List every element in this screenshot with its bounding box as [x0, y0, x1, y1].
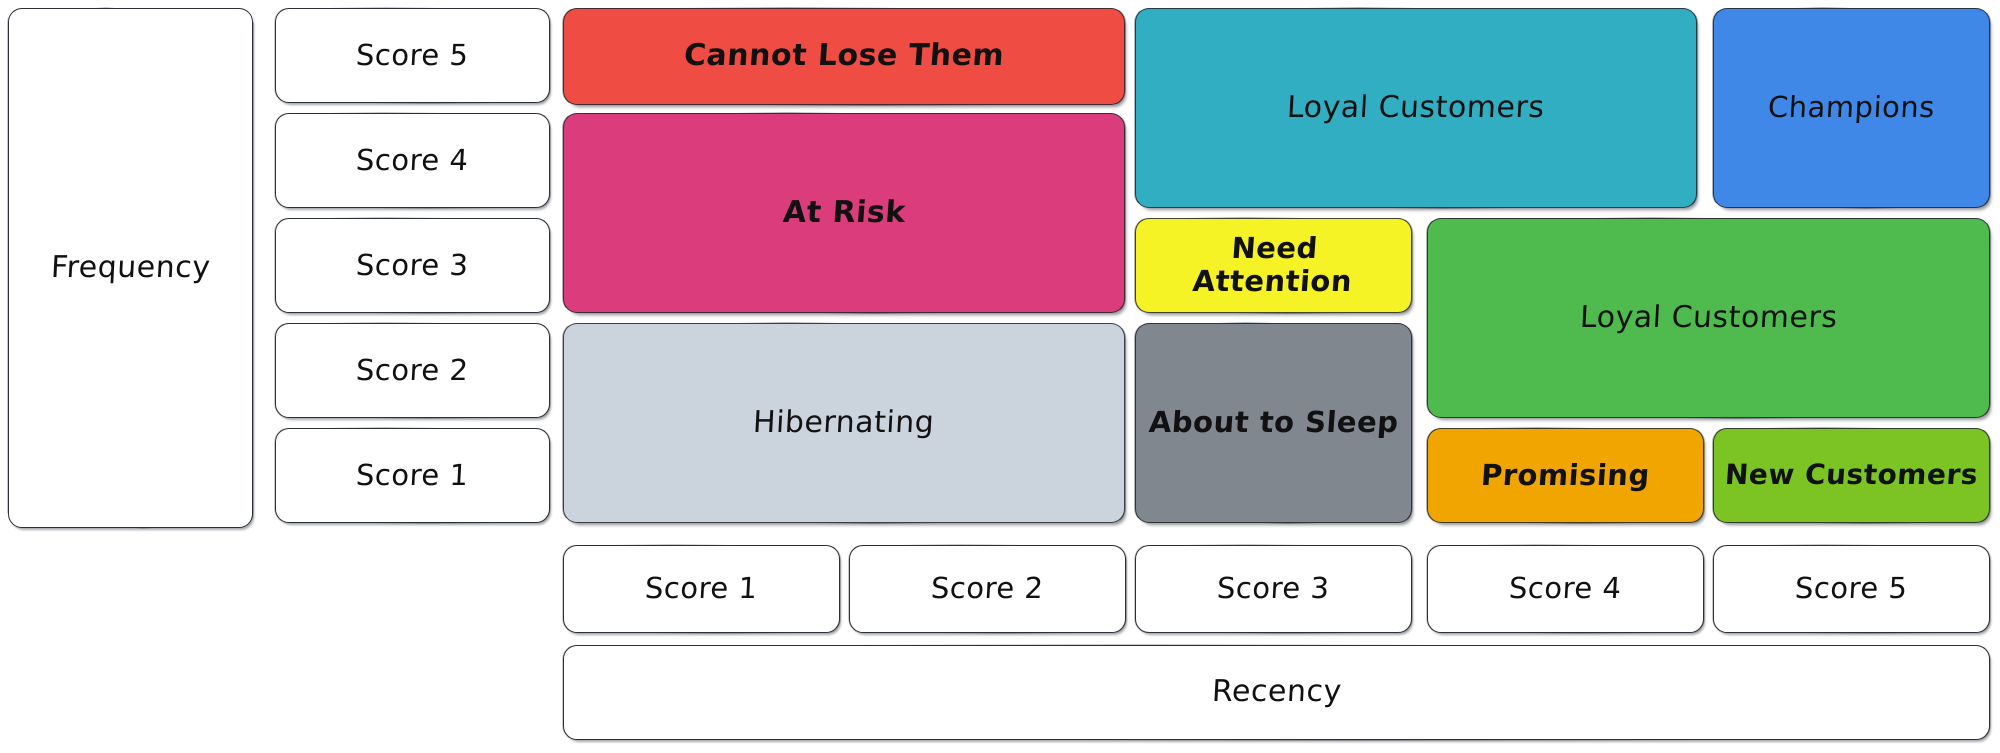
segment-need-attention[interactable]: Need Attention [1135, 218, 1412, 313]
frequency-score-2: Score 2 [275, 323, 550, 418]
recency-score-2-label: Score 2 [930, 571, 1045, 606]
recency-score-3-label: Score 3 [1216, 571, 1331, 606]
frequency-score-2-label: Score 2 [355, 352, 470, 387]
segment-about-to-sleep[interactable]: About to Sleep [1135, 323, 1412, 523]
segment-new-customers-label: New Customers [1723, 458, 1980, 492]
recency-score-4-label: Score 4 [1508, 571, 1623, 606]
segment-at-risk-label: At Risk [781, 194, 907, 230]
segment-hibernating[interactable]: Hibernating [563, 323, 1125, 523]
frequency-score-3-label: Score 3 [355, 247, 470, 282]
recency-score-5-label: Score 5 [1794, 571, 1909, 606]
frequency-score-1-label: Score 1 [355, 457, 470, 492]
frequency-score-5-label: Score 5 [355, 37, 470, 72]
segment-loyal-customers-teal[interactable]: Loyal Customers [1135, 8, 1697, 208]
segment-hibernating-label: Hibernating [752, 404, 936, 440]
frequency-axis-label: Frequency [49, 249, 212, 285]
segment-at-risk[interactable]: At Risk [563, 113, 1125, 313]
frequency-axis-label-box: Frequency [8, 8, 253, 528]
segment-loyal-customers-teal-label: Loyal Customers [1286, 89, 1546, 125]
recency-score-5: Score 5 [1713, 545, 1990, 633]
frequency-score-1: Score 1 [275, 428, 550, 523]
segment-loyal-customers-green[interactable]: Loyal Customers [1427, 218, 1990, 418]
segment-champions[interactable]: Champions [1713, 8, 1990, 208]
recency-score-1-label: Score 1 [644, 571, 759, 606]
segment-need-attention-label: Need Attention [1191, 231, 1354, 299]
recency-score-2: Score 2 [849, 545, 1126, 633]
segment-new-customers[interactable]: New Customers [1713, 428, 1990, 523]
segment-promising-label: Promising [1479, 457, 1652, 492]
frequency-score-5: Score 5 [275, 8, 550, 103]
segment-about-to-sleep-label: About to Sleep [1147, 405, 1400, 440]
recency-axis-label-box: Recency [563, 645, 1990, 740]
recency-axis-label: Recency [1210, 674, 1343, 710]
segment-loyal-customers-green-label: Loyal Customers [1578, 299, 1839, 335]
frequency-score-3: Score 3 [275, 218, 550, 313]
segment-cannot-lose-them-label: Cannot Lose Them [682, 38, 1006, 74]
frequency-score-4-label: Score 4 [355, 142, 470, 177]
segment-promising[interactable]: Promising [1427, 428, 1704, 523]
recency-score-4: Score 4 [1427, 545, 1704, 633]
recency-score-1: Score 1 [563, 545, 840, 633]
segment-champions-label: Champions [1767, 90, 1936, 125]
frequency-score-4: Score 4 [275, 113, 550, 208]
recency-score-3: Score 3 [1135, 545, 1412, 633]
segment-cannot-lose-them[interactable]: Cannot Lose Them [563, 8, 1125, 105]
